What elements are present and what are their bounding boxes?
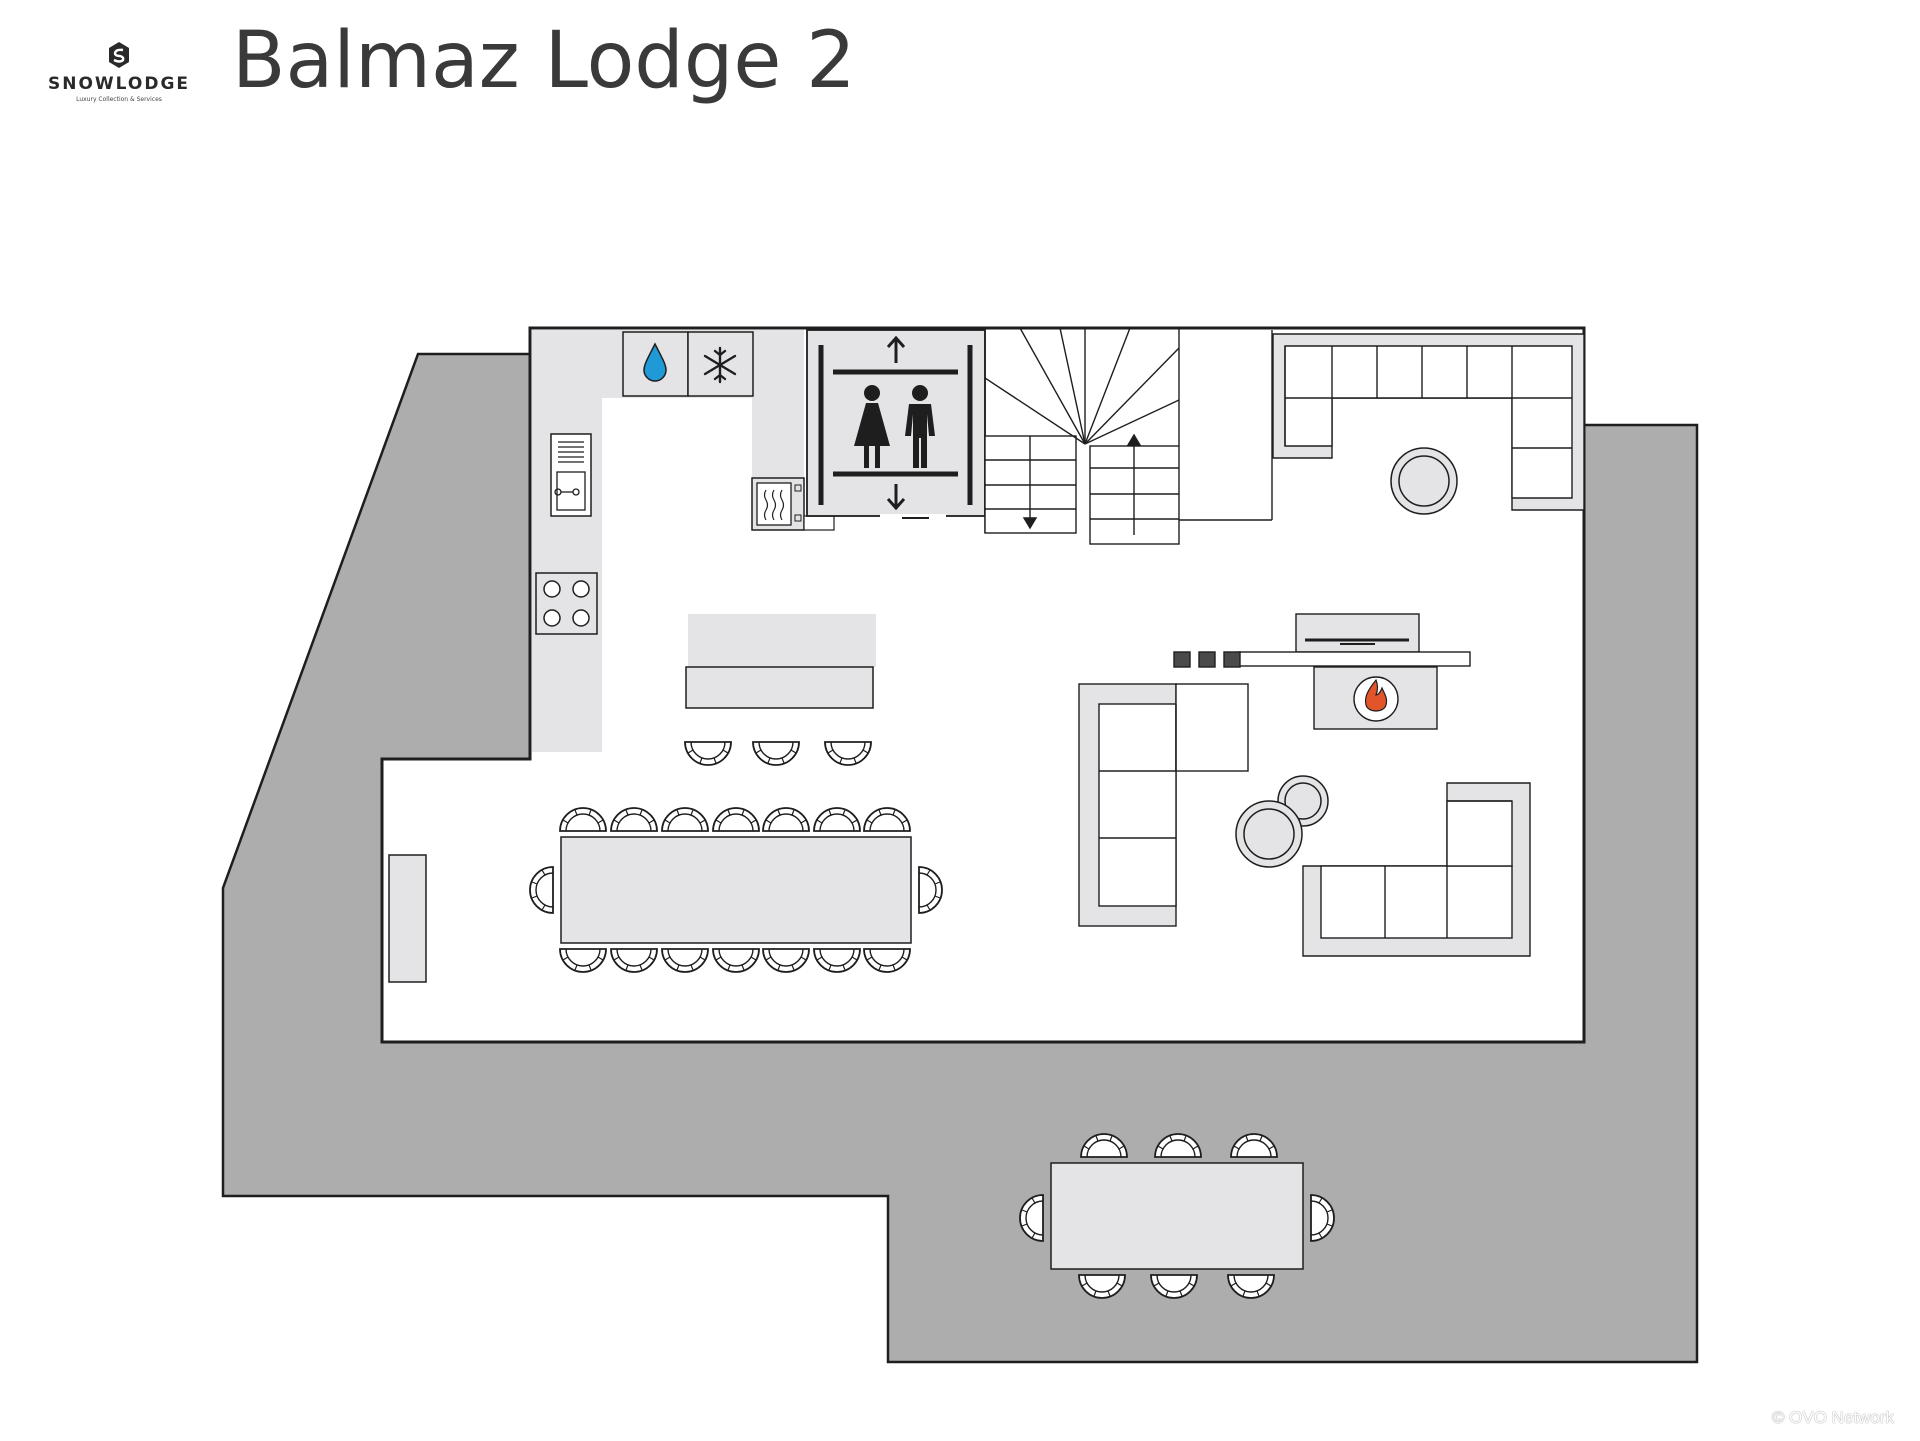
copyright: © OVO Network [1771, 1408, 1894, 1427]
fridge [622, 331, 689, 397]
kitchen-counter [532, 330, 804, 752]
outdoor-chairs-bottom [1078, 1274, 1275, 1299]
arrow-up-icon [886, 335, 906, 363]
dining-table [560, 836, 912, 944]
outdoor-dining-table [1050, 1162, 1304, 1270]
freezer [687, 331, 754, 397]
water-drop-icon [643, 342, 667, 382]
cooktop [535, 572, 598, 635]
kitchen-island [685, 614, 876, 709]
side-table-round-top [1390, 447, 1458, 515]
sectional-sofa-left [1078, 683, 1249, 927]
brand-tagline: Luxury Collection & Services [76, 96, 162, 103]
elevator-icon [806, 329, 986, 517]
oven [751, 477, 835, 531]
sideboard [388, 854, 427, 983]
arrow-down-icon [886, 484, 906, 511]
snowlodge-logo: SNOWLODGE Luxury Collection & Services [44, 40, 194, 106]
sectional-sofa-top [1272, 333, 1585, 511]
elevator-door [880, 514, 946, 520]
snowflake-icon [703, 346, 737, 384]
staircase [984, 327, 1273, 545]
outdoor-chairs-top [1080, 1133, 1278, 1158]
side-table-round [1235, 775, 1329, 868]
header: SNOWLODGE Luxury Collection & Services B… [0, 0, 1920, 130]
fire-icon [1364, 678, 1388, 712]
kitchen-sink [550, 433, 592, 517]
page-title: Balmaz Lodge 2 [232, 16, 856, 106]
brand-name: SNOWLODGE [47, 74, 191, 94]
sectional-sofa-right [1302, 782, 1531, 957]
snowlodge-logo-icon [109, 42, 129, 68]
